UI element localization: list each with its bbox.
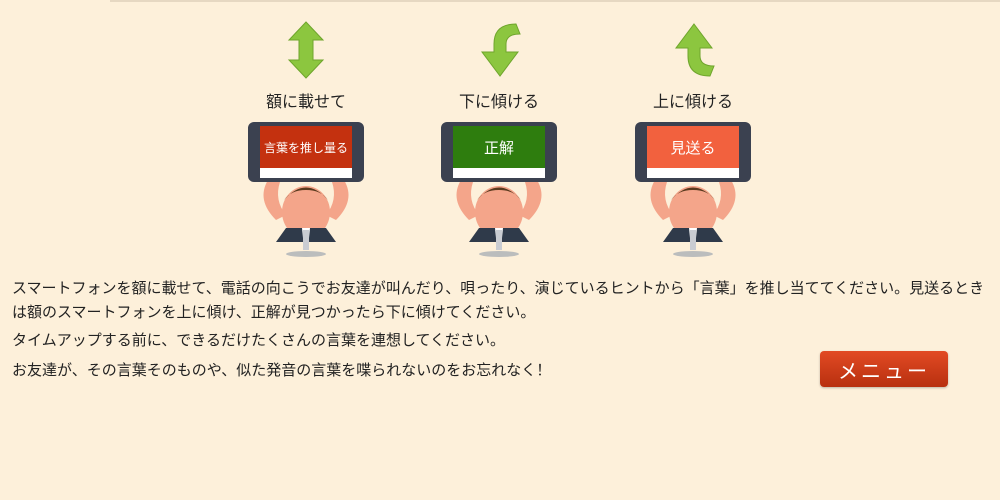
phone-screen-text: 正解 <box>453 126 545 168</box>
phone-screen-footer <box>453 168 545 178</box>
menu-button[interactable]: メニュー <box>820 351 948 387</box>
instruction-steps: 額に載せて 言葉を推し量る <box>0 10 1000 260</box>
person-holding-phone: 正解 <box>439 120 559 260</box>
person-holding-phone: 見送る <box>633 120 753 260</box>
person-illustration <box>650 180 736 257</box>
smartphone: 見送る <box>633 120 753 186</box>
phone-screen-text: 言葉を推し量る <box>260 126 352 168</box>
curved-down-arrow-icon <box>481 23 521 77</box>
instruction-paragraph-3: お友達が、その言葉そのものや、似た発音の言葉を喋られないのをお忘れなく！ <box>12 361 552 379</box>
curved-up-arrow-icon <box>675 23 715 77</box>
smartphone: 言葉を推し量る <box>246 120 366 186</box>
game-instructions-text: スマートフォンを額に載せて、電話の向こうでお友達が叫んだり、唄ったり、演じている… <box>12 276 996 388</box>
person-illustration <box>263 180 349 257</box>
phone-screen-text: 見送る <box>647 126 739 168</box>
step-caption: 上に傾ける <box>652 92 733 111</box>
phone-screen-footer <box>260 168 352 178</box>
up-down-arrow-icon <box>287 21 325 79</box>
person-holding-phone: 言葉を推し量る <box>246 120 366 260</box>
instruction-paragraph-2: タイムアップする前に、できるだけたくさんの言葉を連想してください。 <box>12 331 506 349</box>
phone-screen-footer <box>647 168 739 178</box>
step-caption: 額に載せて <box>265 92 346 111</box>
person-illustration <box>456 180 542 257</box>
step-place-on-forehead: 額に載せて 言葉を推し量る <box>226 10 386 260</box>
step-tilt-up: 上に傾ける 見送る <box>613 10 773 260</box>
instruction-paragraph-1: スマートフォンを額に載せて、電話の向こうでお友達が叫んだり、唄ったり、演じている… <box>12 279 985 321</box>
step-caption: 下に傾ける <box>458 92 539 111</box>
top-divider <box>110 0 1000 2</box>
smartphone: 正解 <box>439 120 559 186</box>
step-tilt-down: 下に傾ける 正解 <box>419 10 579 260</box>
